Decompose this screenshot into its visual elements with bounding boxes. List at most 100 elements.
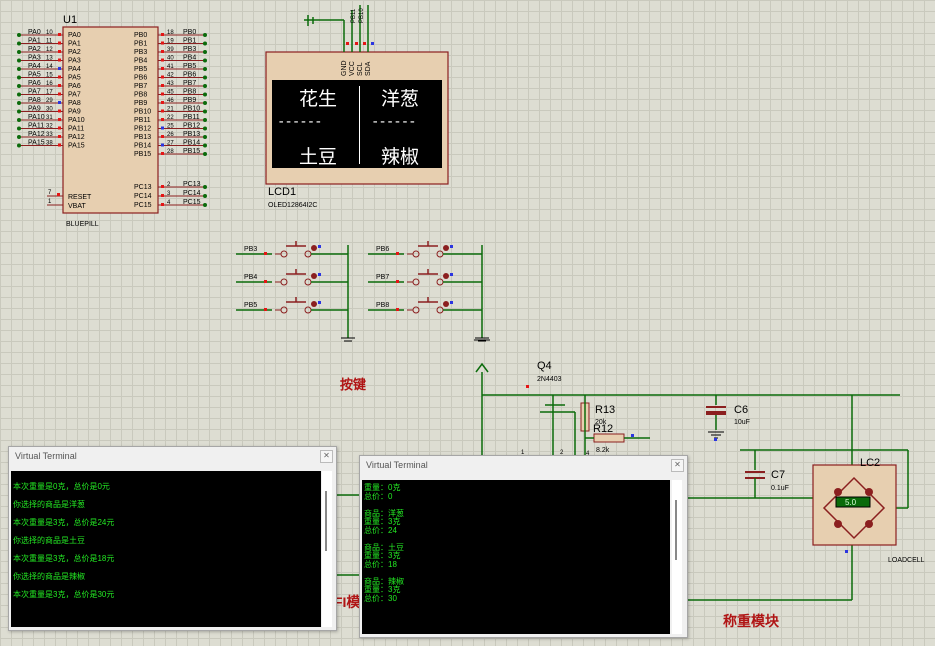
mcu-pin-label: PC15 xyxy=(134,202,152,209)
push-button-pb6[interactable]: PB6 xyxy=(368,241,482,258)
terminal-2-scrollbar[interactable] xyxy=(672,480,682,634)
terminal-1-title: Virtual Terminal xyxy=(15,451,77,461)
mcu-pin-num: 16 xyxy=(46,81,53,87)
mcu-pin-num: 17 xyxy=(46,90,53,96)
mcu-net-label: PA15 xyxy=(28,140,45,147)
oled-ref: LCD1 xyxy=(268,186,296,198)
push-button-pb3[interactable]: PB3 xyxy=(236,241,348,258)
resistor-r12[interactable]: R12 8.2k 4 xyxy=(585,423,650,457)
terminal-line: 总价：0 xyxy=(364,491,393,501)
mcu-pin-label: PA8 xyxy=(68,100,81,107)
terminal-1-screen[interactable] xyxy=(11,471,321,627)
terminal-line: 总价：30 xyxy=(364,593,397,603)
mcu-pin-label: PB6 xyxy=(134,75,147,82)
c6-ref: C6 xyxy=(734,404,748,416)
mcu-net-label: PA10 xyxy=(28,114,45,121)
push-button-pb7[interactable]: PB7 xyxy=(368,269,482,286)
q4-part: 2N4403 xyxy=(537,376,562,383)
mcu-pin-label: PC14 xyxy=(134,193,152,200)
oled-dash-left: ------ xyxy=(277,114,323,130)
mcu-pin-num: 12 xyxy=(46,47,53,53)
mcu-net-label: PA12 xyxy=(28,131,45,138)
mcu-pin-label: PA15 xyxy=(68,143,85,150)
mcu-pin-num: 43 xyxy=(167,81,174,87)
mcu-pin-label: PB13 xyxy=(134,134,151,141)
mcu-pin-label: PB10 xyxy=(134,109,151,116)
mcu-pin-num: 4 xyxy=(167,200,171,206)
push-button-pb4[interactable]: PB4 xyxy=(236,269,348,286)
c7-value: 0.1uF xyxy=(771,485,789,492)
reset-pin-num: 7 xyxy=(48,190,52,196)
terminal-line: 重量：0克 xyxy=(364,483,401,492)
mcu-pin-label: PA6 xyxy=(68,83,81,90)
transistor-q4[interactable]: Q4 2N4403 xyxy=(475,360,900,455)
mcu-pin-label: PA11 xyxy=(68,126,84,133)
mcu-pin-num: 22 xyxy=(167,115,174,121)
terminal-1-close-button[interactable]: ✕ xyxy=(320,450,333,463)
mcu-name: BLUEPILL xyxy=(66,221,99,228)
mcu-body[interactable] xyxy=(62,26,159,214)
r13-ref: R13 xyxy=(595,404,615,416)
mcu-net-label: PA7 xyxy=(28,89,41,96)
mcu-pin-num: 32 xyxy=(46,124,53,130)
oled-screen xyxy=(272,80,442,168)
mcu-net-label: PB6 xyxy=(183,72,196,79)
button-net-label: PB5 xyxy=(244,302,257,309)
loadcell-ref: LC2 xyxy=(860,457,880,469)
r12-value: 8.2k xyxy=(596,447,610,454)
oled-cell-bottom-right: 辣椒 xyxy=(380,146,419,168)
mcu-pin-label: PB14 xyxy=(134,143,151,150)
oled-pin-scl: SCL xyxy=(357,62,364,76)
mcu-pin-label: PB11 xyxy=(134,117,151,124)
mcu-ref: U1 xyxy=(63,14,77,26)
loadcell-lc2[interactable]: 5.0 LC2 LOADCELL xyxy=(688,395,925,601)
mcu-pin-num: 21 xyxy=(167,107,174,113)
mcu-pin-num: 33 xyxy=(46,132,53,138)
terminal-2-screen[interactable] xyxy=(362,480,670,634)
loadcell-readout xyxy=(835,496,871,508)
oled-part: OLED12864I2C xyxy=(268,202,317,209)
mcu-pin-num: 28 xyxy=(167,149,174,155)
mcu-net-label: PA6 xyxy=(28,80,41,87)
capacitor-c6[interactable]: C6 10uF xyxy=(706,395,750,441)
mcu-pin-label: PA9 xyxy=(68,109,81,116)
mcu-pin-label: PB4 xyxy=(134,58,147,65)
c7-ref: C7 xyxy=(771,469,785,481)
resistor-r13[interactable]: R13 20k xyxy=(580,395,615,455)
terminal-line: 本次重量是0克，总价是0元 xyxy=(13,482,110,491)
mcu-net-label: PA0 xyxy=(28,29,41,36)
mcu-net-label: PB4 xyxy=(183,55,196,62)
mcu-pin-num: 25 xyxy=(167,124,174,130)
terminal-2-close-button[interactable]: ✕ xyxy=(671,459,684,472)
q4-pin-num: 1 xyxy=(521,450,525,456)
terminal-1-scrollbar[interactable] xyxy=(322,471,332,627)
reset-pin-label: RESET xyxy=(68,194,92,201)
mcu-pin-num: 13 xyxy=(46,56,53,62)
mcu-net-label: PB5 xyxy=(183,63,196,70)
oled-divider xyxy=(359,86,360,164)
capacitor-c7[interactable]: C7 0.1uF xyxy=(688,449,908,499)
mcu-pin-num: 45 xyxy=(167,90,174,96)
virtual-terminal-1[interactable]: Virtual Terminal ✕ 本次重量是0克，总价是0元你选择的商品是洋… xyxy=(8,446,337,631)
terminal-line: 本次重量是3克，总价是30元 xyxy=(13,590,115,599)
button-net-label: PB7 xyxy=(376,274,389,281)
partial-caption: FI模 xyxy=(334,594,361,610)
mcu-net-label: PA5 xyxy=(28,72,41,79)
mcu-pin-label: PB3 xyxy=(134,49,147,56)
terminal-line: 总价：24 xyxy=(364,525,397,535)
mcu-net-label: PC14 xyxy=(183,190,201,197)
push-button-pb5[interactable]: PB5 xyxy=(236,297,348,314)
mcu-net-label: PB8 xyxy=(183,89,196,96)
mcu-pin-label: PB15 xyxy=(134,151,151,158)
mcu-pin-label: PB12 xyxy=(134,126,151,133)
push-button-pb8[interactable]: PB8 xyxy=(368,297,482,314)
mcu-net-label: PA8 xyxy=(28,97,41,104)
mcu-net-label: PC13 xyxy=(183,181,201,188)
mcu-net-label: PA4 xyxy=(28,63,41,70)
terminal-line: 本次重量是3克，总价是24元 xyxy=(13,518,115,527)
